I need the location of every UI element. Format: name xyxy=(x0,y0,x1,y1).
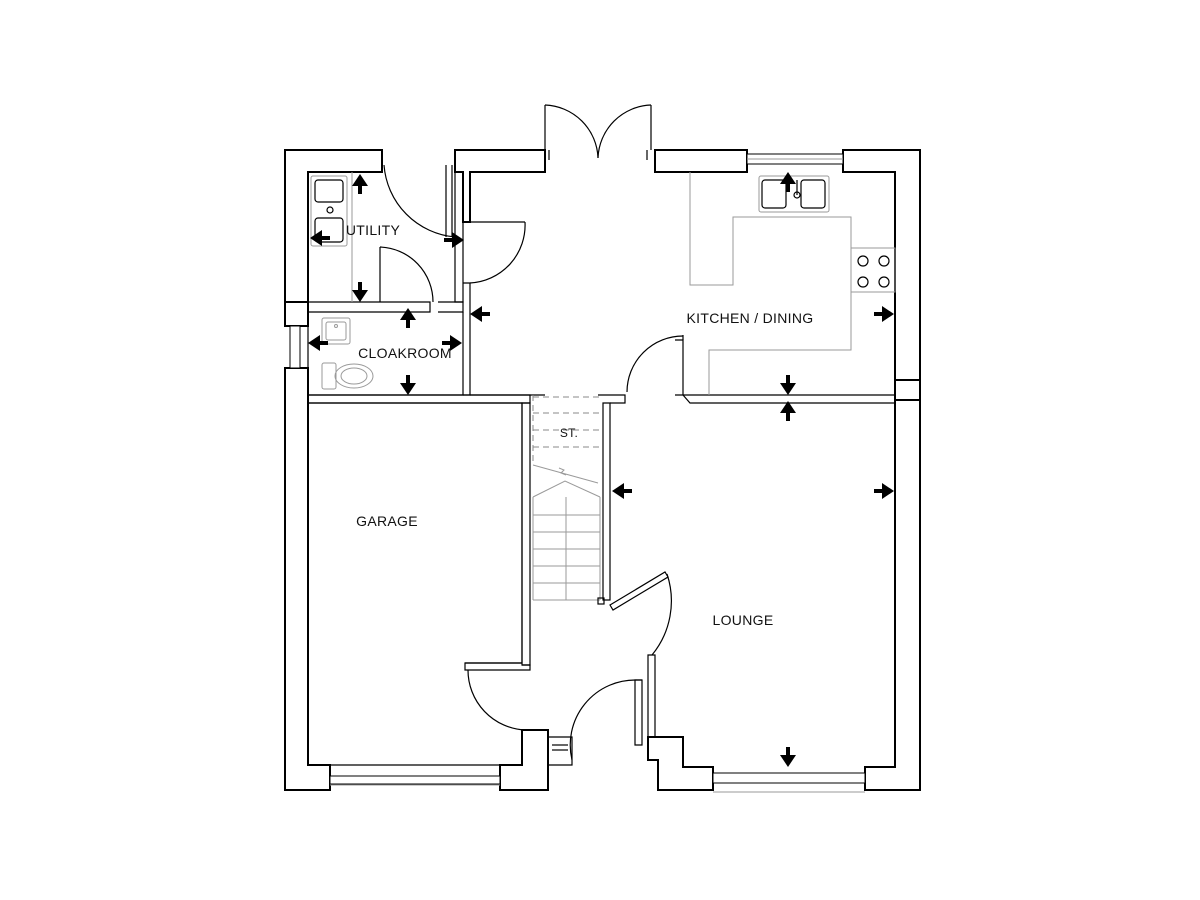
internal-walls xyxy=(307,171,896,766)
door-swing-icon xyxy=(544,104,599,159)
wall-top-hall xyxy=(454,149,546,223)
door-swing-icon xyxy=(469,221,526,284)
staircase xyxy=(532,395,605,605)
arrow-icon xyxy=(352,174,368,194)
door-swing-icon xyxy=(467,669,526,731)
arrow-icon xyxy=(400,375,416,395)
room-label-utility: UTILITY xyxy=(346,222,401,238)
room-label-garage: GARAGE xyxy=(356,513,418,529)
wall-right-mid xyxy=(894,379,921,401)
windows xyxy=(329,153,866,793)
room-label-kitchen-dining: KITCHEN / DINING xyxy=(687,310,814,326)
door-swing-icon xyxy=(626,335,684,393)
door-swing-icon xyxy=(569,679,638,761)
kitchen-fixtures xyxy=(689,172,896,395)
wall-bottom-lounge xyxy=(647,736,714,791)
toilet-icon xyxy=(321,362,374,390)
room-labels: UTILITY KITCHEN / DINING CLOAKROOM ST. G… xyxy=(346,222,814,628)
arrow-icon xyxy=(780,747,796,767)
arrow-icon xyxy=(612,483,632,499)
window-lounge xyxy=(712,772,866,784)
arrow-icon xyxy=(352,282,368,302)
arrow-icon xyxy=(874,483,894,499)
outer-walls xyxy=(284,149,921,791)
wall-utility-cloak xyxy=(308,301,431,313)
arrows xyxy=(308,172,894,767)
arrow-icon xyxy=(470,306,490,322)
window-cloakroom xyxy=(289,325,301,369)
wall-bottom-garage xyxy=(499,729,549,791)
door-swing-icon xyxy=(379,246,434,303)
doors xyxy=(379,104,684,761)
sink-icon xyxy=(310,175,348,247)
utility-fixtures xyxy=(310,172,374,390)
wall-right-lower xyxy=(864,399,921,791)
sink-icon xyxy=(758,175,830,213)
door-swing-icon xyxy=(651,573,672,656)
arrow-icon xyxy=(444,232,464,248)
arrow-icon xyxy=(400,308,416,328)
room-label-cloakroom: CLOAKROOM xyxy=(358,345,452,361)
arrow-icon xyxy=(780,375,796,395)
room-label-storage: ST. xyxy=(560,426,578,440)
hob-icon xyxy=(850,247,896,293)
arrow-icon xyxy=(780,401,796,421)
wall-left-lower xyxy=(284,367,331,791)
arrow-icon xyxy=(442,335,462,351)
arrow-icon xyxy=(310,230,330,246)
wall-left-mid xyxy=(284,301,309,327)
door-swing-icon xyxy=(383,164,456,238)
arrow-icon xyxy=(308,335,328,351)
arrow-icon xyxy=(874,306,894,322)
wall-top-kitchen xyxy=(654,149,748,173)
kitchen-counter xyxy=(689,172,852,395)
arrow-icon xyxy=(780,172,796,192)
basin-icon xyxy=(321,317,351,345)
window-garage xyxy=(329,775,501,785)
room-label-lounge: LOUNGE xyxy=(713,612,774,628)
